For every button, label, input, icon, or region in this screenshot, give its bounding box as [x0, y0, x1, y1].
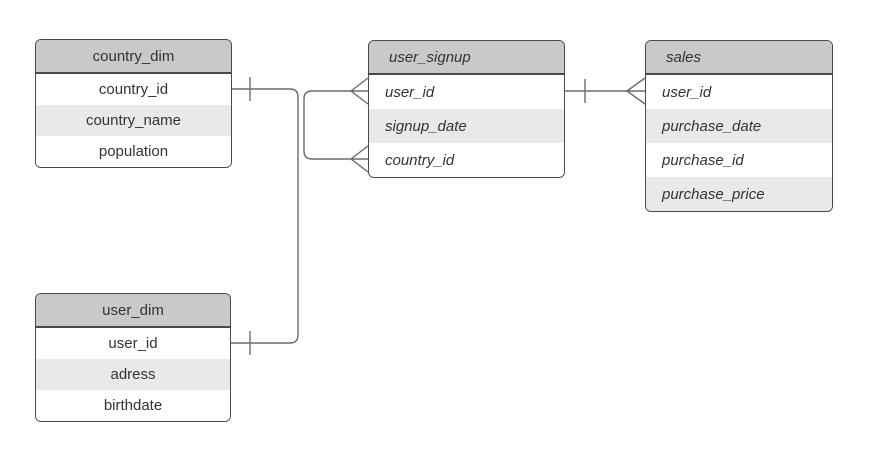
- column-row[interactable]: adress: [36, 359, 230, 390]
- crows-foot-many-icon: [350, 77, 369, 105]
- column-row[interactable]: country_name: [36, 105, 231, 136]
- column-row[interactable]: population: [36, 136, 231, 167]
- column-row[interactable]: signup_date: [369, 109, 564, 143]
- column-row[interactable]: user_id: [36, 328, 230, 359]
- column-row[interactable]: user_id: [369, 75, 564, 109]
- column-row[interactable]: birthdate: [36, 390, 230, 421]
- crows-foot-many-icon: [350, 145, 369, 173]
- column-row[interactable]: purchase_date: [646, 109, 832, 143]
- table-title[interactable]: user_dim: [36, 294, 230, 328]
- relationship-countrydim-userdim-trunk[interactable]: [230, 88, 299, 344]
- table-title[interactable]: country_dim: [36, 40, 231, 74]
- column-row[interactable]: country_id: [36, 74, 231, 105]
- column-row[interactable]: country_id: [369, 143, 564, 177]
- column-row[interactable]: user_id: [646, 75, 832, 109]
- table-title[interactable]: sales: [646, 41, 832, 75]
- relationship-branch-usersignup[interactable]: [303, 90, 351, 160]
- crows-foot-many-icon: [626, 77, 646, 105]
- column-row[interactable]: purchase_price: [646, 177, 832, 211]
- table-title[interactable]: user_signup: [369, 41, 564, 75]
- column-row[interactable]: purchase_id: [646, 143, 832, 177]
